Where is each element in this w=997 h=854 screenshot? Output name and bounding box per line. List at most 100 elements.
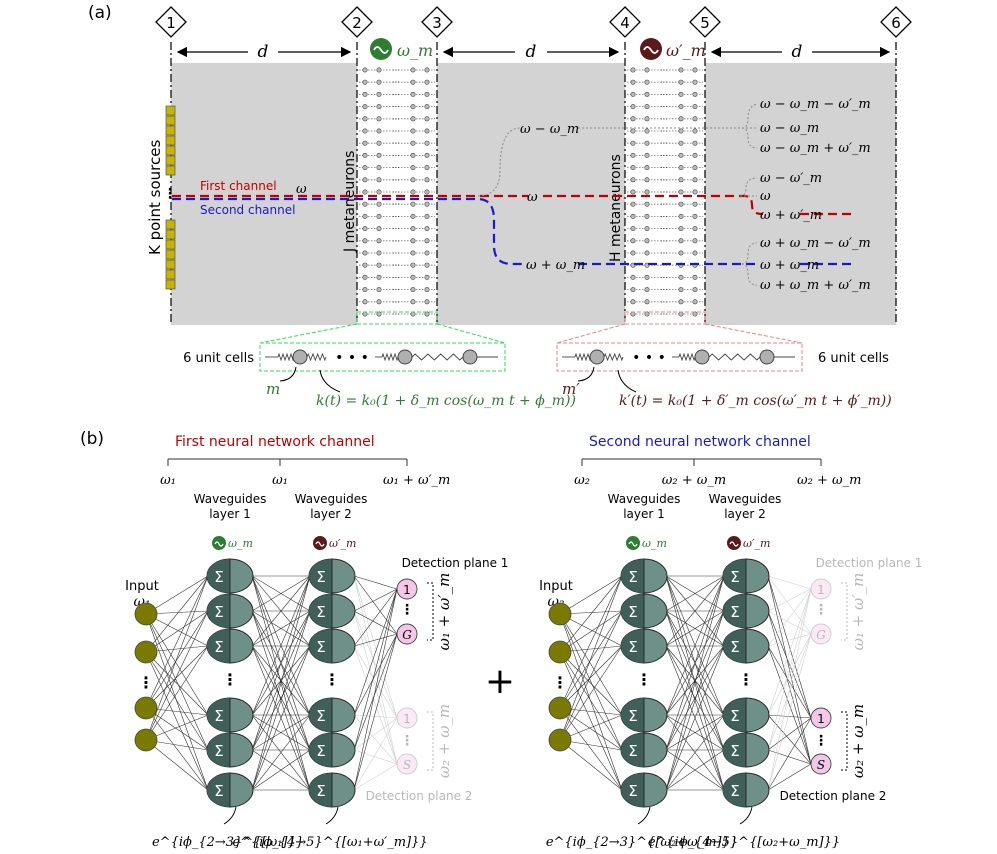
metaneuron-mass bbox=[678, 238, 684, 244]
svg-text:···: ··· bbox=[660, 298, 668, 307]
neuron-node: Σ bbox=[206, 558, 254, 594]
connections bbox=[145, 575, 398, 791]
metaneuron-mass bbox=[362, 299, 368, 305]
metaneuron-mass bbox=[362, 201, 368, 207]
metaneuron-mass bbox=[644, 238, 650, 244]
metaneuron-mass bbox=[362, 116, 368, 122]
metaneuron-mass bbox=[644, 250, 650, 256]
out-label-2: ω − ω_m bbox=[760, 121, 819, 136]
input-freq-label: ω bbox=[296, 182, 307, 197]
metaneuron-mass bbox=[424, 91, 430, 97]
zoom-mass bbox=[589, 349, 605, 365]
input-ellipsis: ⋮ bbox=[138, 673, 154, 692]
svg-text:Σ: Σ bbox=[628, 742, 637, 760]
metaneuron-mass bbox=[424, 177, 430, 183]
svg-text:⋮: ⋮ bbox=[400, 733, 414, 749]
svg-text:1: 1 bbox=[817, 712, 825, 726]
metaneuron-rows-1: ········································… bbox=[359, 66, 435, 319]
metaneuron-mass bbox=[630, 299, 636, 305]
metaneuron-mass bbox=[410, 152, 416, 158]
mid-center-label: ω bbox=[527, 190, 538, 205]
metaneuron-mass bbox=[630, 177, 636, 183]
metaneuron-strip-2 bbox=[625, 63, 705, 325]
layer2-header: Waveguides bbox=[709, 492, 782, 506]
network-title: First neural network channel bbox=[175, 434, 375, 450]
mass-label-2: m′ bbox=[562, 380, 580, 398]
svg-text:Σ: Σ bbox=[730, 568, 739, 586]
svg-text:Σ: Σ bbox=[628, 603, 637, 621]
metaneuron-mass bbox=[644, 128, 650, 134]
svg-text:Σ: Σ bbox=[316, 603, 325, 621]
svg-text:Σ: Σ bbox=[316, 782, 325, 800]
metaneuron-mass bbox=[678, 128, 684, 134]
metaneuron-mass bbox=[362, 91, 368, 97]
metaneuron-mass bbox=[630, 250, 636, 256]
neuron-node: Σ bbox=[620, 697, 668, 733]
network-title: Second neural network channel bbox=[589, 434, 811, 450]
point-source bbox=[165, 249, 176, 260]
metaneuron-mass bbox=[424, 104, 430, 110]
zoom-box-2 bbox=[556, 342, 803, 372]
plane-marker-2 bbox=[341, 6, 373, 38]
svg-text:···: ··· bbox=[660, 188, 668, 197]
input-ellipsis: ⋮ bbox=[552, 673, 568, 692]
metaneuron-mass bbox=[410, 177, 416, 183]
ruler-freq-1: ω₁ bbox=[160, 473, 176, 488]
point-source bbox=[165, 165, 176, 176]
ruler-freq-2: ω₂ + ω_m bbox=[662, 473, 726, 488]
metaneuron-mass bbox=[630, 67, 636, 73]
mid-upper-label: ω − ω_m bbox=[520, 122, 579, 137]
zoom-mass bbox=[397, 349, 413, 365]
point-source bbox=[165, 135, 176, 146]
svg-text:layer 2: layer 2 bbox=[310, 507, 352, 521]
zoom-mass bbox=[462, 349, 478, 365]
svg-text:Σ: Σ bbox=[730, 742, 739, 760]
metaneuron-mass bbox=[678, 177, 684, 183]
bracket-label: ω₁ + ω′_m bbox=[435, 573, 453, 651]
metaneuron-mass bbox=[376, 140, 382, 146]
svg-text:···: ··· bbox=[392, 249, 400, 258]
unit-cells-label-1: 6 unit cells bbox=[183, 351, 254, 366]
metaneuron-mass bbox=[376, 67, 382, 73]
stiffness-label-2: k′(t) = k₀(1 + δ′_m cos(ω′_m t + ϕ′_m)) bbox=[619, 393, 892, 409]
metaneuron-mass bbox=[410, 213, 416, 219]
neuron-node: Σ bbox=[722, 593, 770, 629]
metaneuron-mass bbox=[644, 274, 650, 280]
input-node bbox=[134, 640, 158, 664]
metaneuron-mass bbox=[692, 250, 698, 256]
metaneuron-mass bbox=[644, 79, 650, 85]
neuron-node: Σ bbox=[308, 628, 356, 664]
out-label-9: ω + ω_m + ω′_m bbox=[760, 278, 871, 293]
ruler-freq-3: ω₂ + ω_m bbox=[797, 473, 861, 488]
mass-label-1: m bbox=[266, 380, 280, 398]
metaneuron-mass bbox=[678, 213, 684, 219]
plane-number-3: 3 bbox=[432, 14, 442, 32]
metaneuron-mass bbox=[644, 67, 650, 73]
metaneuron-mass bbox=[410, 226, 416, 232]
metaneuron-mass bbox=[678, 116, 684, 122]
metaneuron-mass bbox=[692, 274, 698, 280]
mod2-label: ω′_m bbox=[743, 537, 770, 550]
metaneuron-mass bbox=[424, 250, 430, 256]
bracket-label: ω₂ + ω_m bbox=[849, 704, 867, 778]
metaneuron-mass bbox=[362, 213, 368, 219]
metaneuron-mass bbox=[376, 274, 382, 280]
svg-text:···: ··· bbox=[660, 225, 668, 234]
metaneuron-mass bbox=[692, 152, 698, 158]
metaneuron-mass bbox=[644, 152, 650, 158]
svg-text:···: ··· bbox=[392, 310, 400, 319]
svg-text:···: ··· bbox=[392, 200, 400, 209]
metaneuron-mass bbox=[362, 152, 368, 158]
zoom-box-1 bbox=[259, 342, 506, 372]
point-source bbox=[165, 115, 176, 126]
metaneuron-mass bbox=[630, 79, 636, 85]
metaneuron-mass bbox=[692, 79, 698, 85]
metaneuron-mass bbox=[630, 116, 636, 122]
plane-marker-5 bbox=[689, 6, 721, 38]
svg-text:Σ: Σ bbox=[316, 742, 325, 760]
metaneuron-mass bbox=[692, 128, 698, 134]
svg-text:1: 1 bbox=[403, 712, 411, 726]
stiffness-label-1: k(t) = k₀(1 + δ_m cos(ω_m t + ϕ_m)) bbox=[316, 393, 576, 409]
